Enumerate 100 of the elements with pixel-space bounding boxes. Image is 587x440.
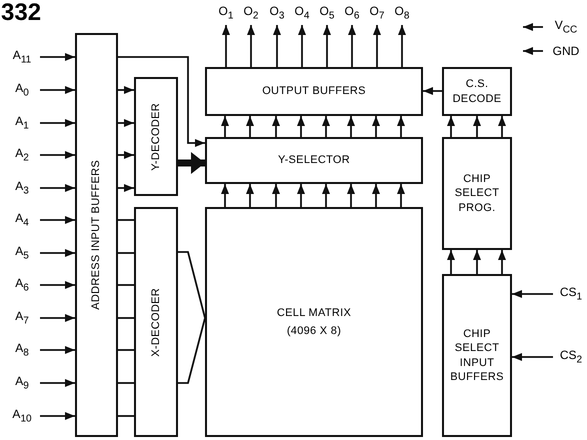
- pin-label: A$_{9}$: [15, 374, 29, 392]
- arrow: [40, 119, 75, 127]
- arrow: [297, 184, 305, 207]
- signal-line: [118, 317, 134, 319]
- pin-label: GND: [552, 44, 580, 58]
- pin-label: A$_{4}$: [15, 211, 29, 229]
- arrow: [40, 379, 75, 387]
- pin-label: A$_{10}$: [12, 407, 32, 425]
- memory-matrix-block: [205, 207, 423, 437]
- signal-line: [118, 415, 134, 417]
- signal-line: [118, 219, 134, 221]
- block-label: CHIP SELECT INPUT BUFFERS: [449, 326, 505, 384]
- arrow: [322, 116, 330, 137]
- buffer-block: [442, 274, 512, 437]
- arrow: [40, 216, 75, 224]
- pin-label: A$_{0}$: [15, 81, 29, 99]
- arrow: [447, 116, 455, 137]
- pin-label: A$_{11}$: [12, 48, 32, 66]
- arrow: [40, 249, 75, 257]
- pin-label: A$_{1}$: [15, 114, 29, 132]
- arrow: [118, 86, 134, 94]
- arrow: [498, 250, 506, 274]
- block-label: X-DECODER: [148, 288, 163, 356]
- arrow: [118, 119, 134, 127]
- pin-label: A$_{8}$: [15, 341, 29, 359]
- arrow: [447, 250, 455, 274]
- pin-label: A$_{5}$: [15, 244, 29, 262]
- arrow: [40, 151, 75, 159]
- buffer-block: [205, 67, 423, 116]
- pin-label: A$_{2}$: [15, 146, 29, 164]
- block-label: Y-SELECTOR: [278, 153, 350, 168]
- arrow: [40, 314, 75, 322]
- arrow: [40, 412, 75, 420]
- chip-title: 332: [1, 0, 42, 26]
- arrow: [221, 116, 229, 137]
- arrow: [322, 184, 330, 207]
- arrow: [423, 87, 442, 95]
- pin-label: O$_{4}$: [294, 4, 310, 22]
- arrow: [40, 53, 75, 61]
- arrow: [40, 184, 75, 192]
- pin-label: CS$_{1}$: [560, 285, 582, 303]
- arrow: [498, 116, 506, 137]
- block-label: CELL MATRIX: [276, 306, 352, 320]
- arrow: [247, 25, 255, 67]
- arrow: [40, 346, 75, 354]
- arrow: [221, 184, 229, 207]
- pin-label: CS$_{2}$: [560, 348, 582, 366]
- block-label: ADDRESS INPUT BUFFERS: [89, 160, 104, 310]
- arrow: [372, 116, 380, 137]
- block-label: C.S. DECODE: [452, 77, 502, 106]
- pin-label: O$_{3}$: [270, 4, 284, 22]
- block-label: OUTPUT BUFFERS: [262, 84, 366, 99]
- arrow: [323, 25, 331, 67]
- arrow: [273, 25, 281, 67]
- arrow: [512, 353, 553, 361]
- arrow: [347, 184, 355, 207]
- arrow: [118, 151, 134, 159]
- arrow: [298, 25, 306, 67]
- arrow: [118, 56, 205, 147]
- pin-label: A$_{7}$: [15, 309, 29, 327]
- pin-label: V$_{CC}$: [554, 18, 578, 36]
- arrow: [118, 184, 134, 192]
- selector-block: [205, 137, 423, 184]
- decode-block: [442, 67, 512, 116]
- block-label: Y-DECODER: [148, 102, 163, 170]
- arrow: [523, 23, 543, 31]
- arrow: [473, 116, 481, 137]
- signal-line: [118, 284, 134, 286]
- arrow: [246, 116, 254, 137]
- arrow: [272, 184, 280, 207]
- arrow: [297, 116, 305, 137]
- address-buffer-block: [75, 33, 118, 437]
- signal-line: [118, 382, 134, 384]
- pin-label: O$_{6}$: [344, 4, 360, 22]
- signal-line: [118, 252, 134, 254]
- arrow: [40, 281, 75, 289]
- arrow: [347, 116, 355, 137]
- arrow: [397, 184, 405, 207]
- arrow: [473, 250, 481, 274]
- arrow: [272, 116, 280, 137]
- arrow: [523, 47, 543, 55]
- decoder-block: [134, 77, 178, 196]
- pin-label: O$_{8}$: [394, 4, 410, 22]
- pin-label: A$_{6}$: [15, 276, 29, 294]
- signal-line: [177, 251, 206, 384]
- decoder-block: [134, 207, 178, 437]
- arrow: [373, 25, 381, 67]
- arrow: [40, 86, 75, 94]
- block-sublabel: (4096 X 8): [286, 324, 342, 338]
- pin-label: O$_{7}$: [370, 4, 384, 22]
- pin-label: O$_{1}$: [218, 4, 234, 22]
- arrow: [348, 25, 356, 67]
- arrow: [372, 184, 380, 207]
- pin-label: A$_{3}$: [15, 179, 29, 197]
- arrow: [512, 290, 553, 298]
- signal-line: [118, 349, 134, 351]
- arrow: [398, 25, 406, 67]
- program-block: [442, 137, 512, 250]
- bus-arrow: [178, 152, 205, 174]
- block-label: CHIP SELECT PROG.: [454, 172, 500, 215]
